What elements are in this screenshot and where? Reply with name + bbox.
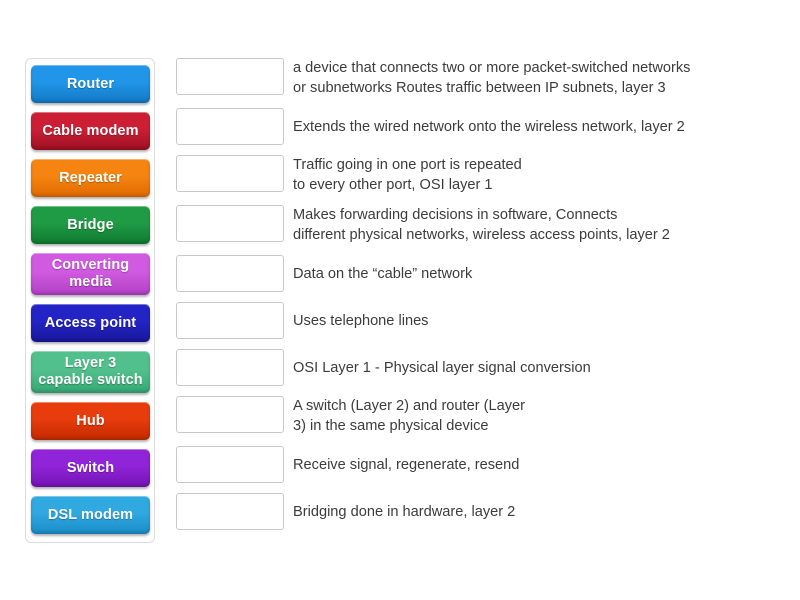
answer-row: Traffic going in one port is repeated to…: [176, 155, 786, 195]
tile-label: Access point: [44, 314, 137, 331]
tile-layer-3-capable-switch[interactable]: Layer 3 capable switch: [31, 351, 150, 393]
tile-dsl-modem[interactable]: DSL modem: [31, 496, 150, 534]
drop-zone-8[interactable]: [176, 396, 284, 433]
answer-text: Receive signal, regenerate, resend: [293, 457, 520, 473]
answer-text: Uses telephone lines: [293, 313, 429, 329]
answer-row: a device that connects two or more packe…: [176, 58, 786, 98]
tile-switch[interactable]: Switch: [31, 449, 150, 487]
tile-router[interactable]: Router: [31, 65, 150, 103]
answer-text: Makes forwarding decisions in software, …: [293, 207, 670, 243]
tile-access-point[interactable]: Access point: [31, 304, 150, 342]
tile-cable-modem[interactable]: Cable modem: [31, 112, 150, 150]
answer-text: Bridging done in hardware, layer 2: [293, 504, 516, 520]
drop-zone-2[interactable]: [176, 108, 284, 145]
drop-zone-4[interactable]: [176, 205, 284, 242]
answer-text: Data on the “cable” network: [293, 266, 473, 282]
answer-row: A switch (Layer 2) and router (Layer 3) …: [176, 396, 786, 436]
drop-zone-9[interactable]: [176, 446, 284, 483]
drop-zone-7[interactable]: [176, 349, 284, 386]
tile-converting-media[interactable]: Converting media: [31, 253, 150, 295]
tile-label: Hub: [76, 412, 105, 429]
drop-zone-10[interactable]: [176, 493, 284, 530]
answer-row: Receive signal, regenerate, resend: [176, 446, 786, 483]
answer-text: Extends the wired network onto the wirel…: [293, 119, 685, 135]
answer-text: a device that connects two or more packe…: [293, 60, 691, 96]
answer-row: OSI Layer 1 - Physical layer signal conv…: [176, 349, 786, 386]
drop-zone-6[interactable]: [176, 302, 284, 339]
answer-text: A switch (Layer 2) and router (Layer 3) …: [293, 398, 525, 434]
answer-row: Data on the “cable” network: [176, 255, 786, 292]
tile-label: DSL modem: [47, 506, 134, 523]
answer-row: Bridging done in hardware, layer 2: [176, 493, 786, 530]
drop-zone-5[interactable]: [176, 255, 284, 292]
answer-text: OSI Layer 1 - Physical layer signal conv…: [293, 360, 591, 376]
drop-zone-1[interactable]: [176, 58, 284, 95]
tile-label: Cable modem: [42, 122, 139, 139]
tile-label: Layer 3 capable switch: [38, 355, 143, 388]
answer-rows-list: a device that connects two or more packe…: [176, 58, 786, 540]
drop-zone-3[interactable]: [176, 155, 284, 192]
tile-label: Converting media: [51, 257, 130, 290]
answer-text: Traffic going in one port is repeated to…: [293, 157, 522, 193]
answer-row: Makes forwarding decisions in software, …: [176, 205, 786, 245]
tile-label: Bridge: [67, 216, 114, 233]
tile-bridge[interactable]: Bridge: [31, 206, 150, 244]
tile-hub[interactable]: Hub: [31, 402, 150, 440]
tile-label: Switch: [66, 459, 115, 476]
answer-row: Extends the wired network onto the wirel…: [176, 108, 786, 145]
tile-label: Router: [66, 75, 115, 92]
tile-label: Repeater: [59, 169, 122, 186]
tile-repeater[interactable]: Repeater: [31, 159, 150, 197]
answer-row: Uses telephone lines: [176, 302, 786, 339]
